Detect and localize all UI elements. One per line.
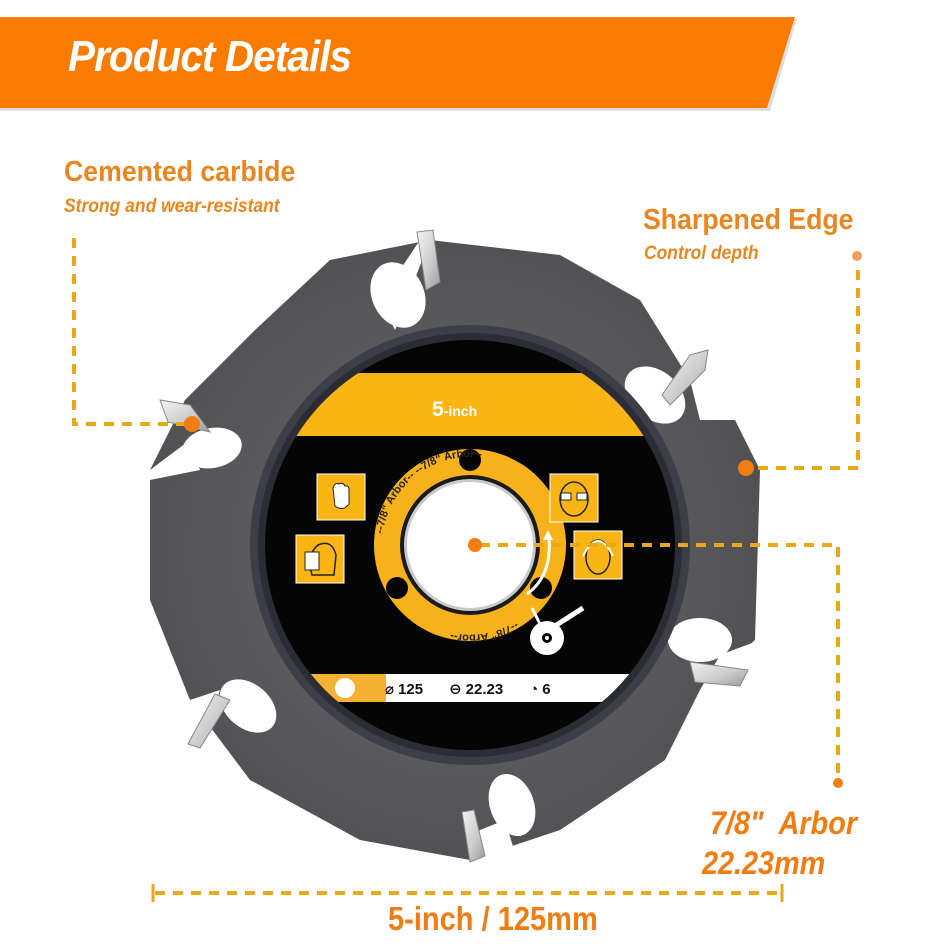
header-banner xyxy=(0,17,797,111)
blade-size-label: 5-inch xyxy=(432,398,477,422)
carbide-subtitle: Strong and wear-resistant xyxy=(64,196,280,217)
spec-teeth-value: 6 xyxy=(542,680,551,698)
arbor-title: 7/8" Arbor xyxy=(710,805,858,841)
bore-icon: ⊖ xyxy=(449,681,462,698)
spec-diameter: ⌀ 125 xyxy=(385,680,424,699)
spec-diameter-value: 125 xyxy=(398,680,424,698)
edge-title: Sharpened Edge xyxy=(643,204,854,236)
carbide-callout-dot xyxy=(184,416,200,432)
arbor-mm: 22.23mm xyxy=(702,845,826,881)
edge-subtitle: Control depth xyxy=(644,243,759,264)
ear-protection-icon xyxy=(573,530,623,580)
gloves-icon xyxy=(316,473,366,521)
diameter-icon: ⌀ xyxy=(385,681,395,698)
rotation-arrow-icon xyxy=(526,537,551,596)
size-unit: -inch xyxy=(443,403,478,419)
carbide-title: Cemented carbide xyxy=(64,156,296,188)
leader-lines xyxy=(72,238,860,895)
safety-glasses-icon xyxy=(549,473,599,523)
face-shield-icon xyxy=(295,534,345,584)
angle-grinder-icon xyxy=(530,605,585,655)
size-number: 5 xyxy=(432,398,444,421)
spec-teeth: ◔ 6 xyxy=(529,681,550,698)
spec-bore: ⊖ 22.23 xyxy=(449,680,504,699)
diameter-label: 5-inch / 125mm xyxy=(388,900,598,937)
blade-logo-icon xyxy=(335,678,355,698)
teeth-icon: ◔ xyxy=(529,680,539,698)
spec-bore-value: 22.23 xyxy=(465,680,504,698)
spec-strip: ⌀ 125 ⊖ 22.23 ◔ 6 xyxy=(385,677,551,701)
page-title: Product Details xyxy=(68,32,352,81)
edge-callout-dot xyxy=(738,460,754,476)
arbor-center-dot xyxy=(468,538,482,552)
